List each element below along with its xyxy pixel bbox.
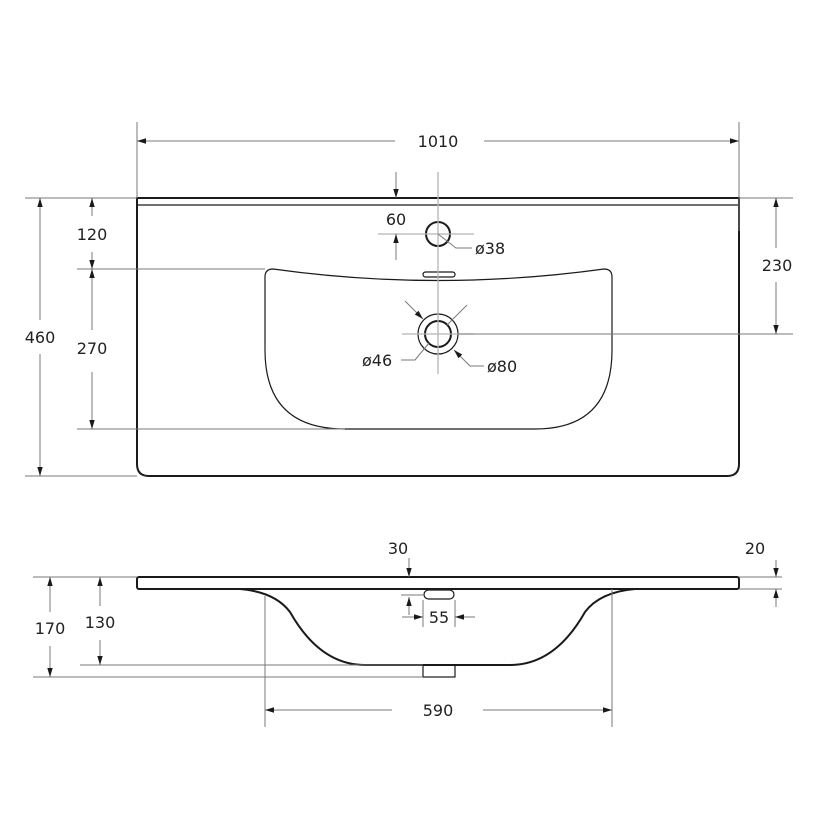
dim-edge-to-drain: 230 <box>762 256 793 275</box>
dim-tap-hole-diameter: ø38 <box>475 239 505 258</box>
bowl-outline <box>264 268 613 430</box>
side-view: 30 20 170 130 55 590 <box>33 539 782 727</box>
dim-slab-thickness: 20 <box>745 539 765 558</box>
dim-overall-height: 170 <box>35 619 66 638</box>
basin-outline-top <box>136 197 740 477</box>
top-view: 1010 460 120 270 230 60 ø38 ø4 <box>25 122 793 477</box>
dim-rim-offset: 30 <box>388 539 408 558</box>
dim-edge-to-tap: 60 <box>386 210 406 229</box>
dim-bowl-width: 590 <box>423 701 454 720</box>
overflow-slot <box>422 271 456 278</box>
dim-bowl-height: 130 <box>85 613 116 632</box>
dim-tap-to-bowl: 120 <box>77 225 108 244</box>
dim-depth-total: 460 <box>25 328 56 347</box>
bowl-profile <box>239 588 636 666</box>
overflow-side <box>423 589 455 600</box>
basin-slab-side <box>136 576 740 590</box>
dim-drain-outer-diameter: ø80 <box>487 357 517 376</box>
dim-overflow-width: 55 <box>429 608 449 627</box>
dim-width-total: 1010 <box>418 132 459 151</box>
dim-drain-inner-diameter: ø46 <box>362 351 392 370</box>
drain-stub <box>422 664 456 678</box>
dim-bowl-depth: 270 <box>77 339 108 358</box>
